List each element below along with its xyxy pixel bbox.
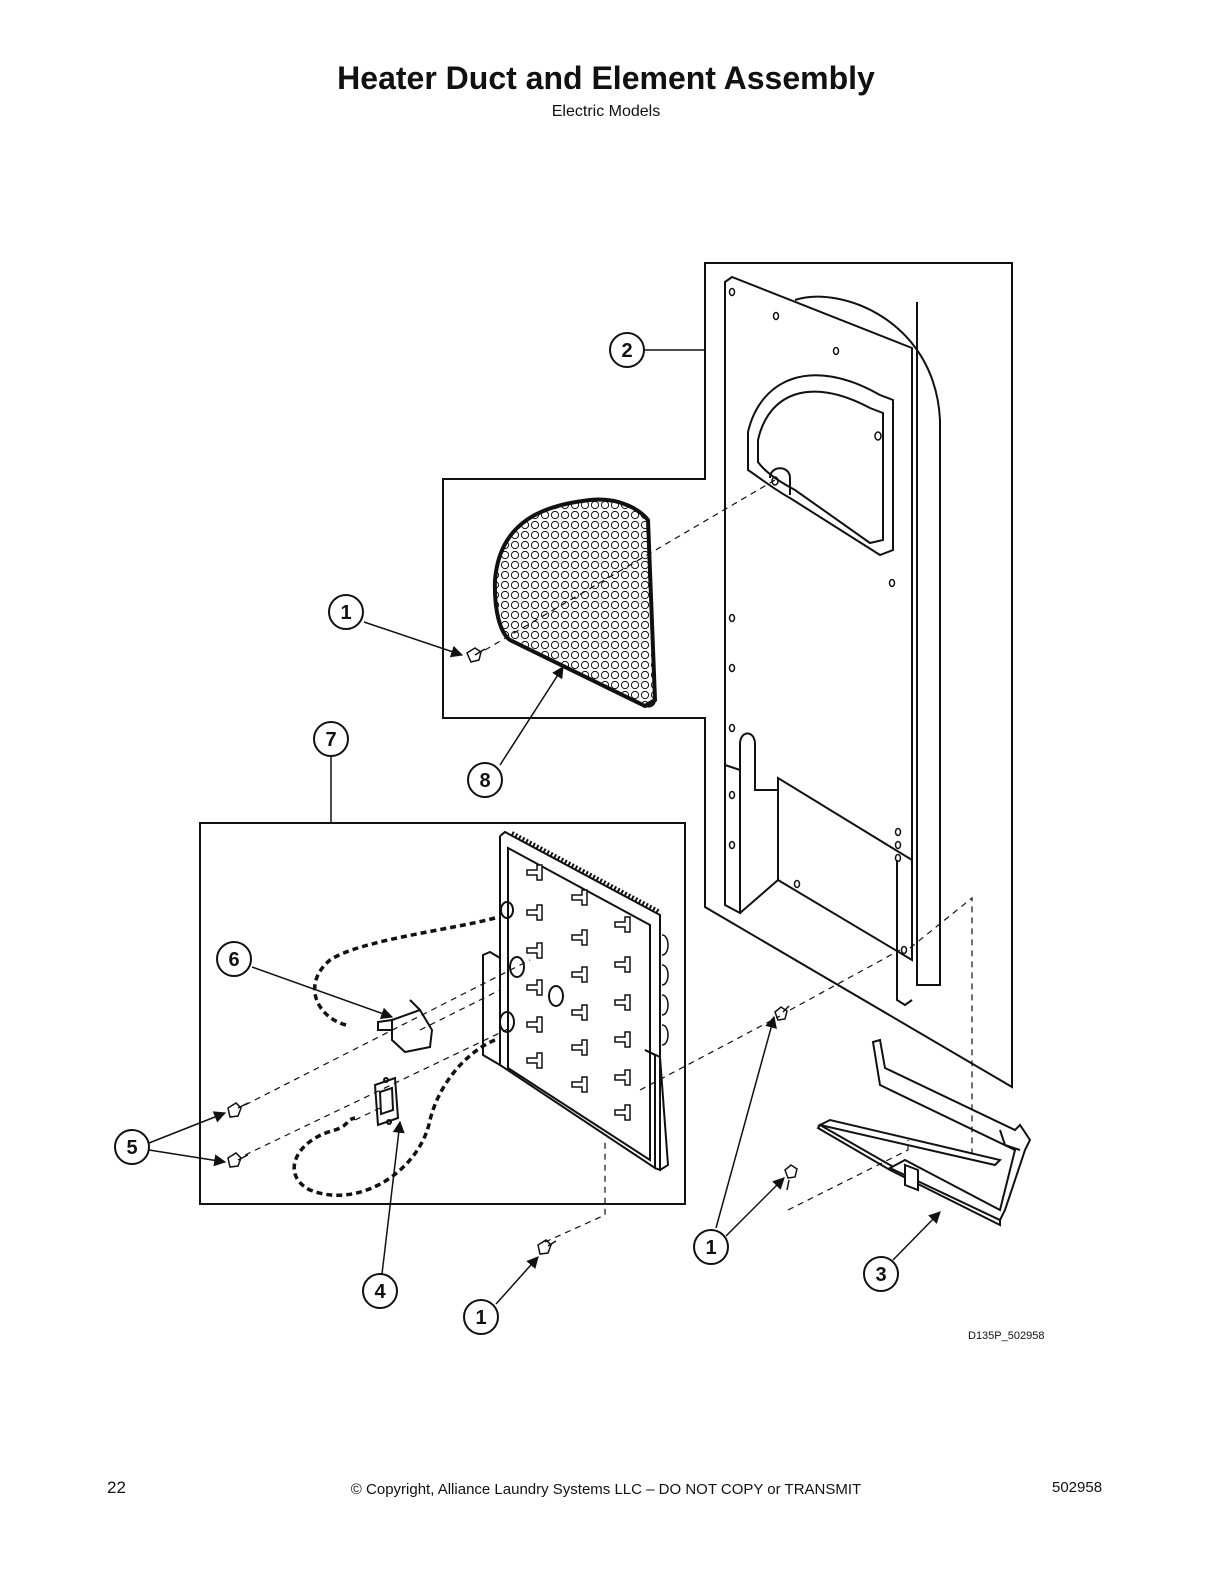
page-number: 22 bbox=[107, 1478, 126, 1497]
duct-group-frame bbox=[442, 262, 1013, 1089]
element-coil-ends bbox=[661, 934, 669, 1046]
heater-duct bbox=[724, 275, 941, 1007]
duct-screw-holes bbox=[728, 287, 908, 955]
wire-harness bbox=[292, 916, 496, 1197]
callout-2 bbox=[609, 332, 645, 368]
callout-label-1: 1 bbox=[475, 1307, 486, 1329]
element-group-frame bbox=[199, 822, 686, 1205]
duct-bracket bbox=[816, 1038, 1032, 1227]
callout-4 bbox=[362, 1273, 398, 1309]
heater-element bbox=[482, 830, 670, 1172]
drawing-code: D135P_502958 bbox=[968, 1330, 1045, 1342]
leader-lines bbox=[148, 349, 941, 1305]
callout-label-5: 5 bbox=[126, 1137, 137, 1159]
copyright-notice: © Copyright, Alliance Laundry Systems LL… bbox=[350, 1481, 862, 1498]
element-coil-brackets bbox=[526, 864, 631, 1121]
callout-label-1: 1 bbox=[340, 602, 351, 624]
assembly-lines bbox=[244, 479, 973, 1243]
perforated-screen bbox=[492, 497, 658, 709]
callout-6 bbox=[216, 941, 252, 977]
callout-labels: 2 1 7 8 6 5 1 3 4 1 bbox=[126, 340, 886, 1329]
element-terminals bbox=[499, 901, 564, 1033]
limit-switch bbox=[373, 1076, 400, 1127]
callouts bbox=[114, 332, 899, 1335]
document-number: 502958 bbox=[1052, 1479, 1103, 1496]
callout-label-6: 6 bbox=[228, 949, 239, 971]
callout-7 bbox=[313, 721, 349, 757]
callout-label-4: 4 bbox=[374, 1281, 386, 1303]
callout-label-7: 7 bbox=[325, 729, 336, 751]
callout-label-3: 3 bbox=[875, 1264, 886, 1286]
callout-5 bbox=[114, 1129, 150, 1165]
callout-label-2: 2 bbox=[621, 340, 632, 362]
thermostat bbox=[377, 999, 434, 1054]
callout-label-8: 8 bbox=[479, 770, 490, 792]
callout-label-1: 1 bbox=[705, 1237, 716, 1259]
callout-8 bbox=[467, 762, 503, 798]
page-subtitle: Electric Models bbox=[551, 103, 661, 120]
page-title: Heater Duct and Element Assembly bbox=[337, 60, 875, 96]
callout-3 bbox=[863, 1256, 899, 1292]
callout-1c bbox=[463, 1299, 499, 1335]
screws bbox=[227, 647, 798, 1255]
callout-1b bbox=[693, 1229, 729, 1265]
callout-1a bbox=[328, 594, 364, 630]
